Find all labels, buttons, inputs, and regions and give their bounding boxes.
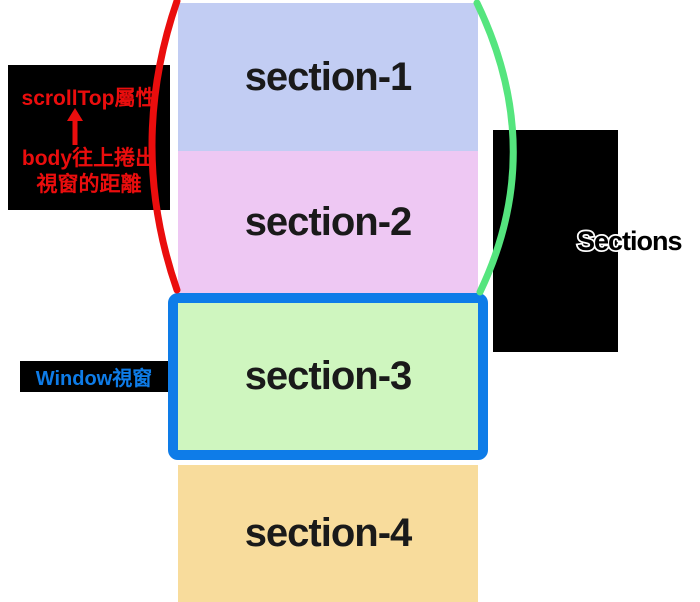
- scrolltop-annotation-box: scrollTop屬性 body往上捲出 視窗的距離: [8, 65, 170, 210]
- section-4-block: section-4: [178, 465, 478, 602]
- window-viewport-annotation-box: Window視窗: [20, 361, 168, 392]
- window-viewport-label: Window視窗: [35, 368, 153, 390]
- section-1-label: section-1: [244, 54, 413, 99]
- section-2-block: section-2: [178, 151, 478, 293]
- section-4-label: section-4: [244, 511, 413, 555]
- scrolltop-description: body往上捲出 視窗的距離: [8, 146, 170, 198]
- section-3-block-window-viewport: section-3: [168, 293, 488, 460]
- scrolltop-title: scrollTop屬性: [21, 87, 157, 110]
- section-3-label: section-3: [244, 354, 413, 398]
- scrolltop-description-line1: body往上捲出: [21, 147, 157, 170]
- section-2-label: section-2: [244, 199, 413, 244]
- section-1-block: section-1: [178, 3, 478, 151]
- sections-annotation-box: [493, 130, 618, 352]
- scrolltop-description-line2: 視窗的距離: [36, 173, 142, 196]
